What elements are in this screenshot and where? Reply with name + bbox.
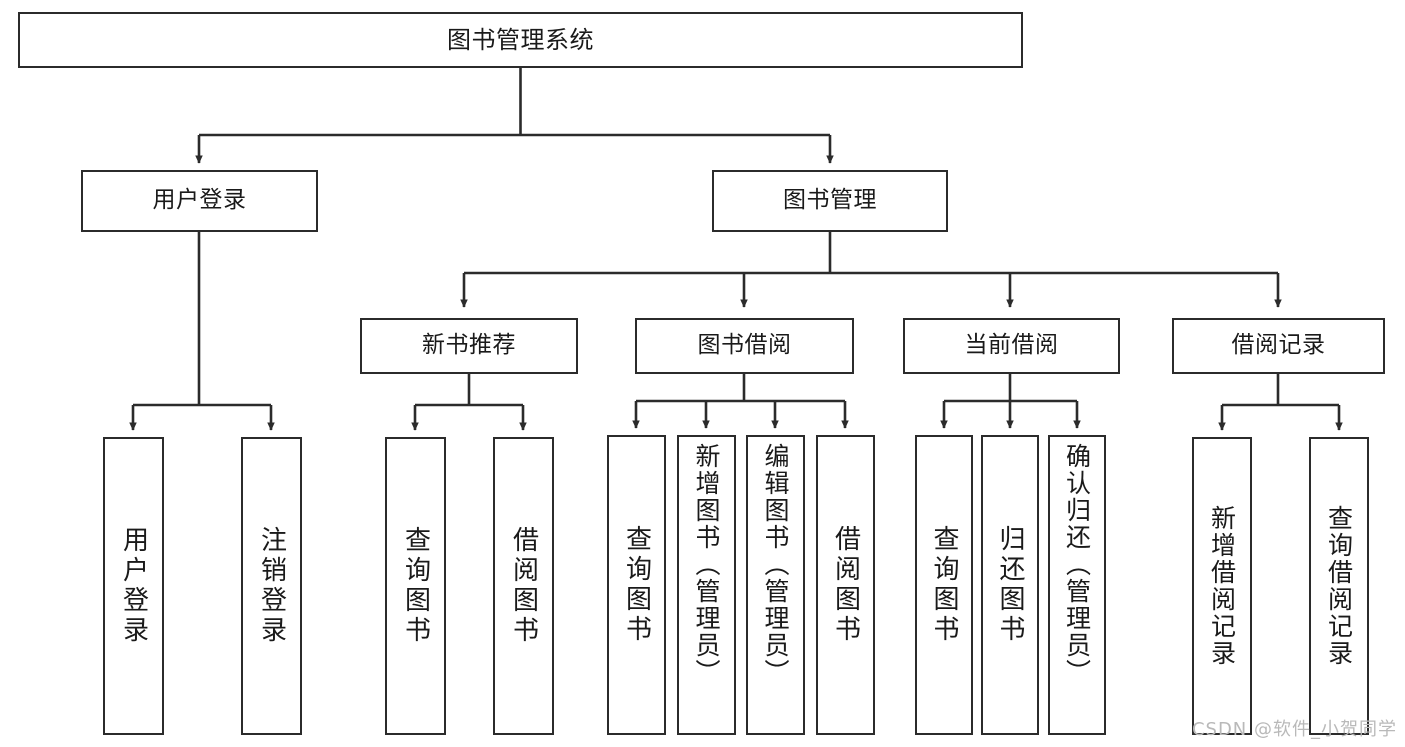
node-root-system[interactable]: 图书管理系统 xyxy=(18,12,1023,68)
node-label: 确认归还（管理员） xyxy=(1062,443,1092,686)
node-label: 用户登录 xyxy=(118,526,149,646)
node-new-book-recommend[interactable]: 新书推荐 xyxy=(360,318,578,374)
node-label: 借阅图书 xyxy=(508,526,539,646)
leaf-book-borrow-edit[interactable]: 编辑图书（管理员） xyxy=(746,435,805,735)
node-label: 新增图书（管理员） xyxy=(692,443,721,686)
leaf-current-borrow-return[interactable]: 归还图书 xyxy=(981,435,1039,735)
node-label: 新书推荐 xyxy=(422,332,516,359)
leaf-book-borrow-borrow[interactable]: 借阅图书 xyxy=(816,435,875,735)
leaf-book-borrow-add[interactable]: 新增图书（管理员） xyxy=(677,435,736,735)
leaf-user-login-login[interactable]: 用户登录 xyxy=(103,437,164,735)
node-book-borrow[interactable]: 图书借阅 xyxy=(635,318,854,374)
node-label: 借阅记录 xyxy=(1231,332,1326,359)
node-label: 查询借阅记录 xyxy=(1324,505,1354,667)
node-label: 注销登录 xyxy=(256,526,287,646)
node-label: 归还图书 xyxy=(995,525,1025,645)
leaf-new-book-query[interactable]: 查询图书 xyxy=(385,437,446,735)
leaf-borrow-record-add[interactable]: 新增借阅记录 xyxy=(1192,437,1252,735)
leaf-user-login-logout[interactable]: 注销登录 xyxy=(241,437,302,735)
node-user-login[interactable]: 用户登录 xyxy=(81,170,318,232)
node-label: 查询图书 xyxy=(621,525,652,645)
leaf-current-borrow-query[interactable]: 查询图书 xyxy=(915,435,973,735)
leaf-book-borrow-query[interactable]: 查询图书 xyxy=(607,435,666,735)
node-label: 用户登录 xyxy=(152,187,247,214)
node-label: 查询图书 xyxy=(929,525,959,645)
node-book-management[interactable]: 图书管理 xyxy=(712,170,948,232)
node-label: 当前借阅 xyxy=(964,332,1059,359)
node-label: 图书管理 xyxy=(783,187,877,214)
leaf-new-book-borrow[interactable]: 借阅图书 xyxy=(493,437,554,735)
csdn-watermark: CSDN @软件_小贺同学 xyxy=(1191,719,1397,740)
node-borrow-record[interactable]: 借阅记录 xyxy=(1172,318,1385,374)
node-label: 图书借阅 xyxy=(697,332,792,359)
node-label: 新增借阅记录 xyxy=(1207,505,1237,667)
leaf-current-borrow-confirm-return[interactable]: 确认归还（管理员） xyxy=(1048,435,1106,735)
node-label: 编辑图书（管理员） xyxy=(761,443,790,686)
node-label: 查询图书 xyxy=(400,526,431,646)
node-current-borrow[interactable]: 当前借阅 xyxy=(903,318,1120,374)
node-label: 借阅图书 xyxy=(830,525,861,645)
node-label: 图书管理系统 xyxy=(447,25,594,54)
leaf-borrow-record-query[interactable]: 查询借阅记录 xyxy=(1309,437,1369,735)
